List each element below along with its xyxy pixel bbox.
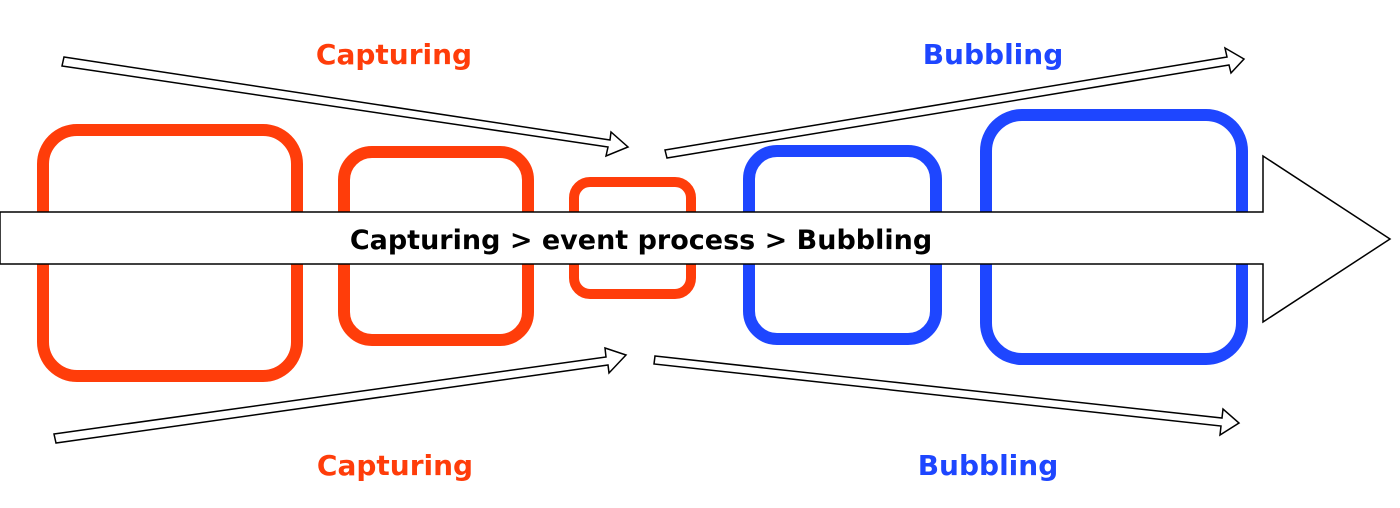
capturing-bottom-arrow	[53, 346, 628, 444]
bubbling-bottom-label: Bubbling	[918, 449, 1059, 482]
capturing-bottom-label: Capturing	[317, 449, 473, 482]
capturing-top-label: Capturing	[316, 38, 472, 71]
bubbling-top-arrow	[664, 46, 1246, 159]
bubbling-top-label: Bubbling	[923, 38, 1064, 71]
capturing-top-arrow	[61, 56, 630, 158]
main-flow-label: Capturing > event process > Bubbling	[350, 225, 932, 256]
bubbling-bottom-arrow	[653, 355, 1241, 437]
main-flow-arrow	[0, 154, 1392, 324]
